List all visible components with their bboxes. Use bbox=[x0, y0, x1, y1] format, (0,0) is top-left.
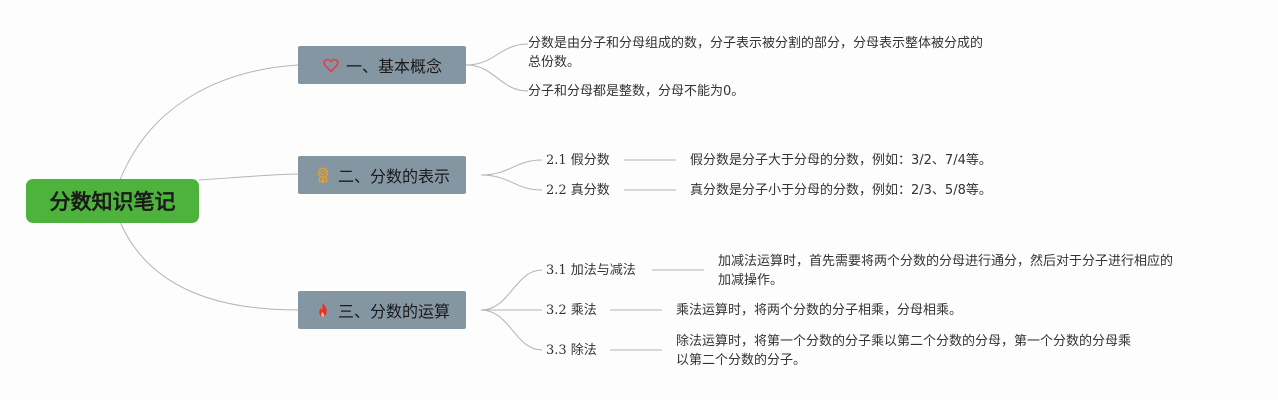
detail-proper-fraction: 真分数是分子小于分母的分数，例如：2/3、5/8等。 bbox=[690, 181, 992, 200]
detail-text: 真分数是分子小于分母的分数，例如：2/3、5/8等。 bbox=[690, 183, 992, 198]
detail-multiplication: 乘法运算时，将两个分数的分子相乘，分母相乘。 bbox=[676, 301, 962, 320]
branch-representation[interactable]: 二、分数的表示 bbox=[298, 156, 466, 194]
subtopic-label: 2.1 假分数 bbox=[546, 153, 610, 168]
detail-line: 除法运算时，将第一个分数的分子乘以第二个分数的分母，第一个分数的分母乘 bbox=[676, 334, 1132, 349]
subtopic-label: 2.2 真分数 bbox=[546, 183, 610, 198]
flame-icon bbox=[314, 301, 332, 319]
subtopic-division[interactable]: 3.3 除法 bbox=[546, 341, 597, 360]
subtopic-proper-fraction[interactable]: 2.2 真分数 bbox=[546, 181, 610, 200]
root-title: 分数知识笔记 bbox=[49, 190, 176, 214]
branch-operations[interactable]: 三、分数的运算 bbox=[298, 291, 466, 329]
award-badge-icon bbox=[314, 166, 332, 184]
subtopic-label: 3.1 加法与减法 bbox=[546, 263, 636, 278]
subtopic-addition-subtraction[interactable]: 3.1 加法与减法 bbox=[546, 261, 636, 280]
subtopic-multiplication[interactable]: 3.2 乘法 bbox=[546, 301, 597, 320]
detail-addition-subtraction: 加减法运算时，首先需要将两个分数的分母进行通分，然后对于分子进行相应的 加减操作… bbox=[718, 252, 1173, 290]
note-definition: 分数是由分子和分母组成的数，分子表示被分割的部分，分母表示整体被分成的 总份数。 bbox=[528, 34, 983, 72]
heart-icon bbox=[322, 56, 340, 74]
branch-label: 一、基本概念 bbox=[345, 57, 442, 76]
note-line: 分数是由分子和分母组成的数，分子表示被分割的部分，分母表示整体被分成的 bbox=[528, 36, 984, 51]
detail-improper-fraction: 假分数是分子大于分母的分数，例如：3/2、7/4等。 bbox=[690, 151, 992, 170]
note-integers: 分子和分母都是整数，分母不能为0。 bbox=[528, 82, 744, 101]
note-line: 分子和分母都是整数，分母不能为0。 bbox=[528, 84, 745, 99]
detail-text: 假分数是分子大于分母的分数，例如：3/2、7/4等。 bbox=[690, 153, 992, 168]
branch-label: 三、分数的运算 bbox=[337, 302, 450, 321]
note-line: 总份数。 bbox=[528, 55, 581, 70]
branch-basic-concepts[interactable]: 一、基本概念 bbox=[298, 46, 466, 84]
detail-division: 除法运算时，将第一个分数的分子乘以第二个分数的分母，第一个分数的分母乘 以第二个… bbox=[676, 332, 1131, 370]
root-topic[interactable]: 分数知识笔记 bbox=[26, 179, 199, 223]
branch-label: 二、分数的表示 bbox=[337, 167, 450, 186]
subtopic-label: 3.2 乘法 bbox=[546, 303, 597, 318]
subtopic-improper-fraction[interactable]: 2.1 假分数 bbox=[546, 151, 610, 170]
detail-line: 乘法运算时，将两个分数的分子相乘，分母相乘。 bbox=[676, 303, 963, 318]
subtopic-label: 3.3 除法 bbox=[546, 343, 597, 358]
detail-line: 加减法运算时，首先需要将两个分数的分母进行通分，然后对于分子进行相应的 bbox=[718, 254, 1174, 269]
detail-line: 加减操作。 bbox=[718, 273, 784, 288]
detail-line: 以第二个分数的分子。 bbox=[676, 353, 807, 368]
